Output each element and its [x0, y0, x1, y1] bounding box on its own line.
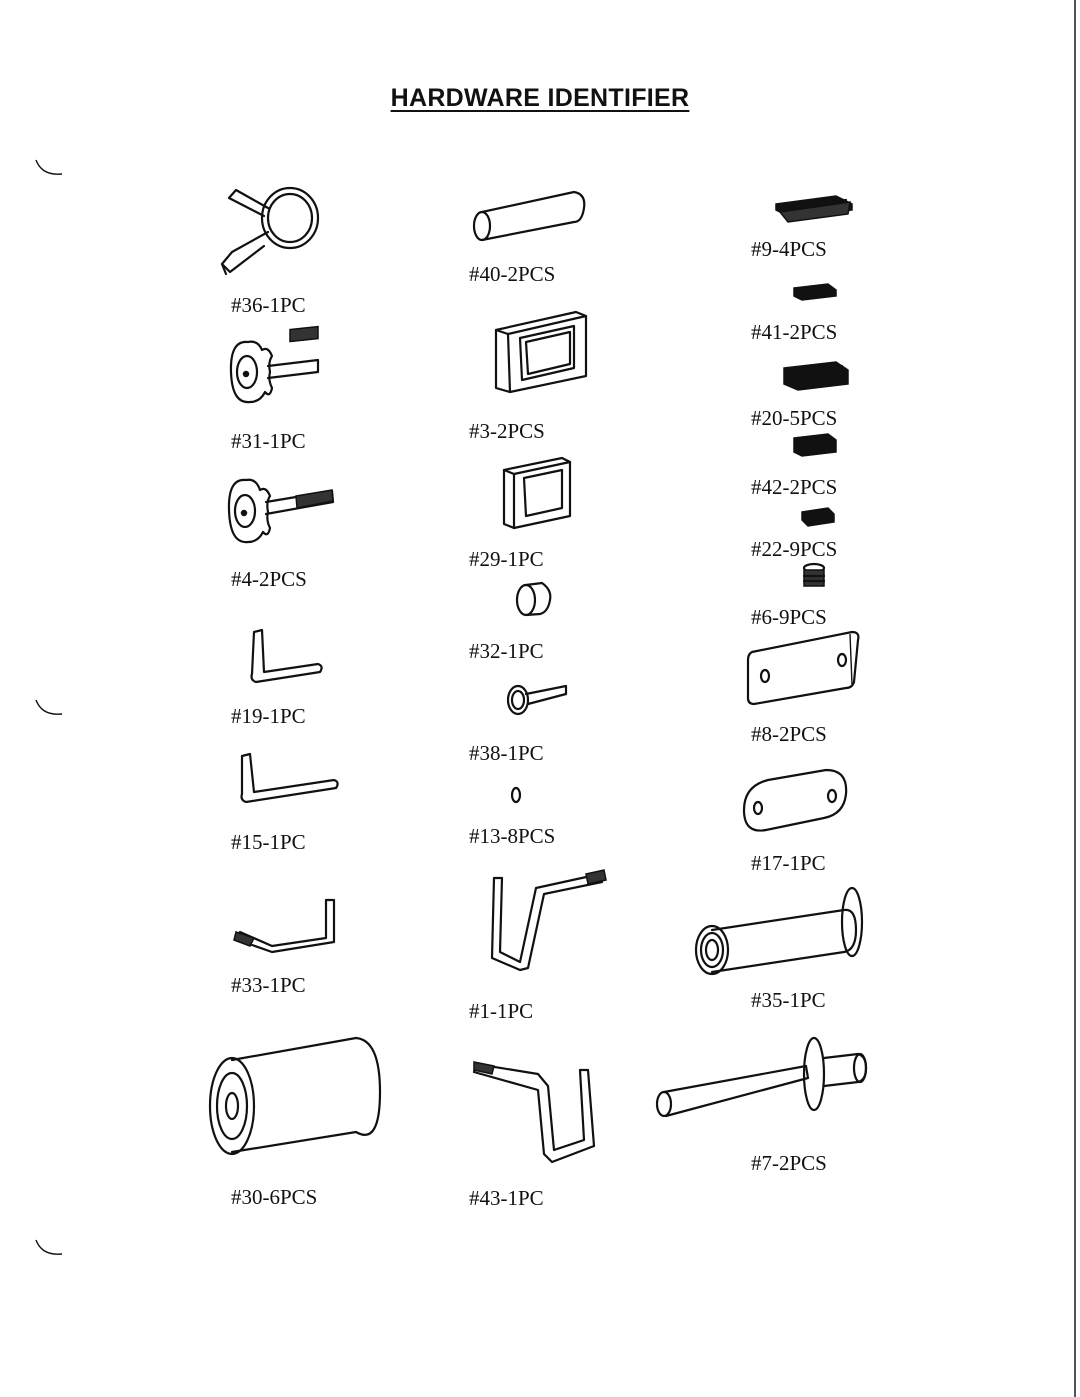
binder-hole-mark [35, 699, 63, 715]
part-7-axle-icon [655, 1036, 868, 1118]
part-label-1: #1-1PC [469, 999, 534, 1023]
part-label-36: #36-1PC [231, 293, 306, 317]
part-label-20: #20-5PCS [751, 406, 838, 430]
part-label-30: #30-6PCS [231, 1185, 318, 1209]
part-label-15: #15-1PC [231, 830, 306, 854]
part-label-42: #42-2PCS [751, 475, 838, 499]
part-label-31: #31-1PC [231, 429, 306, 453]
part-30-roller-icon [208, 1036, 382, 1156]
part-38-pin-icon [506, 684, 568, 716]
part-13-ring-icon [510, 786, 522, 804]
part-9-end-cap-icon [775, 195, 853, 223]
part-29-square-frame-icon [502, 456, 572, 530]
part-label-41: #41-2PCS [751, 320, 838, 344]
scan-page-edge [1074, 0, 1076, 1397]
part-42-end-cap-icon [793, 433, 837, 457]
part-33-bent-rod-icon [233, 898, 336, 954]
part-label-7: #7-2PCS [751, 1151, 827, 1175]
part-label-38: #38-1PC [469, 741, 544, 765]
part-label-9: #9-4PCS [751, 237, 827, 261]
part-22-end-cap-icon [801, 507, 835, 527]
part-3-square-frame-icon [494, 310, 588, 394]
binder-hole-mark [35, 1239, 63, 1255]
part-41-end-cap-icon [793, 283, 837, 301]
part-32-sleeve-icon [515, 581, 552, 617]
part-43-bent-rod-icon [472, 1061, 596, 1164]
part-label-6: #6-9PCS [751, 605, 827, 629]
part-label-43: #43-1PC [469, 1186, 544, 1210]
part-label-40: #40-2PCS [469, 262, 556, 286]
part-1-bent-rod-icon [490, 869, 607, 972]
part-17-oval-plate-icon [742, 768, 848, 832]
part-label-22: #22-9PCS [751, 537, 838, 561]
part-label-13: #13-8PCS [469, 824, 556, 848]
part-label-3: #3-2PCS [469, 419, 545, 443]
part-label-29: #29-1PC [469, 547, 544, 571]
part-label-8: #8-2PCS [751, 722, 827, 746]
part-19-allen-key-icon [250, 628, 323, 684]
part-label-19: #19-1PC [231, 704, 306, 728]
part-4-knob-bolt-icon [227, 478, 335, 544]
page-title: HARDWARE IDENTIFIER [390, 84, 690, 112]
part-label-32: #32-1PC [469, 639, 544, 663]
part-20-end-cap-icon [783, 361, 849, 391]
part-label-4: #4-2PCS [231, 567, 307, 591]
part-35-flanged-tube-icon [694, 886, 864, 976]
part-36-spring-collar-icon [220, 186, 320, 276]
part-label-33: #33-1PC [231, 973, 306, 997]
binder-hole-mark [35, 159, 63, 175]
part-label-17: #17-1PC [751, 851, 826, 875]
part-8-plate-icon [746, 630, 860, 706]
part-label-35: #35-1PC [751, 988, 826, 1012]
part-15-allen-key-icon [240, 752, 339, 804]
part-6-round-plug-icon [802, 562, 826, 587]
part-40-tube-icon [472, 190, 586, 242]
part-31-knob-bolt-icon [229, 325, 320, 404]
